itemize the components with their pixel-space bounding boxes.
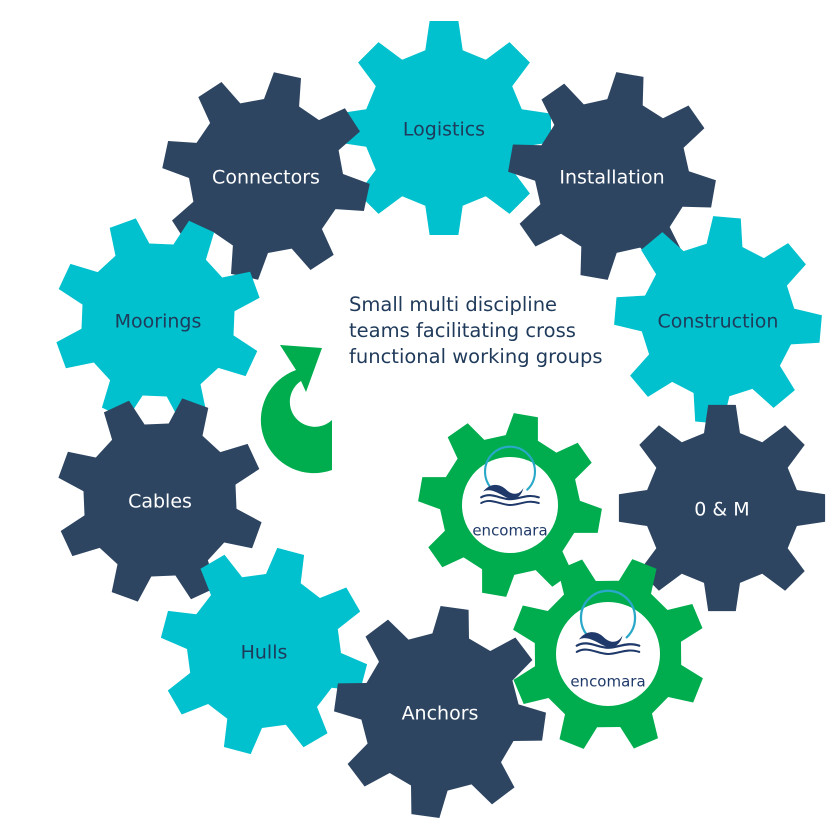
wave-logo-icon bbox=[480, 445, 540, 506]
gear-installation-shape bbox=[508, 72, 716, 280]
gear-logistics-label: Logistics bbox=[403, 119, 485, 141]
gear-hulls-label: Hulls bbox=[241, 642, 288, 664]
gear-om-shape bbox=[618, 404, 826, 612]
center-caption-line-1: Small multi discipline bbox=[349, 293, 558, 316]
gear-construction: Construction bbox=[614, 216, 822, 424]
wave-logo-icon bbox=[575, 589, 641, 656]
gear-om-label: 0 & M bbox=[694, 499, 749, 521]
gear-om: 0 & M bbox=[618, 404, 826, 612]
gear-construction-shape bbox=[614, 216, 822, 424]
gear-moorings-label: Moorings bbox=[115, 311, 202, 333]
gear-cables: Cables bbox=[58, 398, 262, 602]
gear-cables-label: Cables bbox=[128, 491, 192, 513]
gear-installation-label: Installation bbox=[559, 167, 664, 189]
center-caption-line-3: functional working groups bbox=[349, 345, 603, 368]
gear-anchors-label: Anchors bbox=[402, 703, 479, 725]
gear-cables-shape bbox=[58, 398, 262, 602]
gear-construction-label: Construction bbox=[658, 311, 779, 333]
brand-gear-2: encomara bbox=[513, 559, 703, 749]
gear-logistics-shape bbox=[337, 21, 551, 235]
gear-anchors: Anchors bbox=[334, 606, 546, 818]
gear-connectors: Connectors bbox=[162, 72, 370, 280]
gear-connectors-shape bbox=[162, 72, 370, 280]
gear-anchors-shape bbox=[334, 606, 546, 818]
gear-hulls-shape bbox=[160, 547, 368, 755]
gear-installation: Installation bbox=[508, 72, 716, 280]
brand-gear-2-text: encomara bbox=[570, 673, 645, 691]
gear-moorings: Moorings bbox=[56, 218, 260, 422]
gear-logistics: Logistics bbox=[337, 21, 551, 235]
gear-connectors-label: Connectors bbox=[212, 167, 320, 189]
brand-gear-1: encomara bbox=[418, 413, 602, 597]
center-caption-line-2: teams facilitating cross bbox=[349, 319, 576, 342]
cycle-arrow-icon bbox=[260, 345, 332, 474]
brand-gear-1-text: encomara bbox=[472, 521, 547, 539]
center-caption: Small multi discipline teams facilitatin… bbox=[349, 292, 649, 370]
gear-hulls: Hulls bbox=[160, 547, 368, 755]
gear-moorings-shape bbox=[56, 218, 260, 422]
